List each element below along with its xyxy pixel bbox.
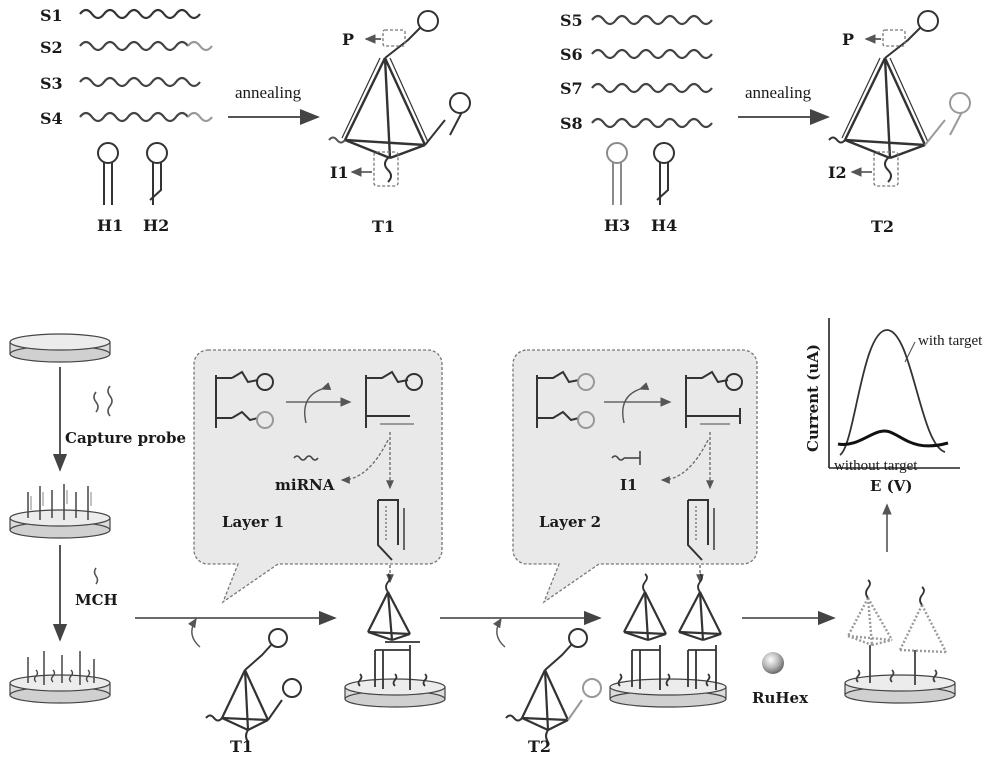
- mch-icon: [93, 567, 99, 585]
- strand-wave-s3: [79, 76, 201, 88]
- bottom-t1-label: T1: [230, 737, 253, 756]
- ruhex-label: RuHex: [752, 689, 809, 707]
- t2-side-hairpin: [924, 92, 971, 146]
- with-target-pointer: [904, 341, 916, 363]
- curve-without-target: [837, 429, 949, 448]
- hairpin-label-h1: H1: [97, 216, 123, 235]
- reagent-t1: T1: [187, 617, 302, 756]
- tetrahedron-t1: [341, 57, 429, 160]
- strand-wave-s7: [591, 82, 713, 94]
- t1-p-box: [382, 29, 406, 47]
- tetrahedron-t2: [841, 57, 929, 160]
- t1-i-strand: [384, 157, 392, 183]
- electrode-final: [844, 579, 956, 704]
- with-target-label: with target: [918, 333, 983, 349]
- strand-label-s6: S6: [560, 45, 583, 64]
- t1-i-box: [373, 151, 399, 187]
- t2-p-label: P: [842, 30, 854, 49]
- plot-ylabel: Current (uA): [804, 344, 822, 452]
- t1-side-hairpin: [424, 92, 471, 146]
- top-right-panel: S5 S6 S7 S8 H3 H4 annealing: [560, 10, 971, 236]
- strand-label-s3: S3: [40, 74, 63, 93]
- strand-wave-s4: [79, 111, 189, 123]
- layer2-input-label: I1: [620, 476, 637, 494]
- bottom-t2-label: T2: [528, 737, 551, 756]
- ruhex-ball-icon: [762, 652, 784, 674]
- t2-i-strand: [884, 157, 892, 183]
- hairpin-h2: [146, 142, 168, 205]
- bare-electrode: [9, 333, 111, 363]
- product-label-t2: T2: [871, 217, 894, 236]
- t2-left-tail: [828, 136, 846, 144]
- annealing-label-left: annealing: [235, 83, 302, 102]
- strand-wave-s5: [591, 14, 713, 26]
- strand-wave-s1: [79, 8, 201, 20]
- t1-top-hairpin: [384, 10, 439, 59]
- layer2-bubble: I1 Layer 2: [512, 349, 758, 604]
- t1-p-label: P: [342, 30, 354, 49]
- layer1-mirna-label: miRNA: [275, 476, 335, 494]
- t2-i-label: I2: [828, 163, 847, 182]
- electrode-layer2: [609, 573, 727, 708]
- probe-electrode: [9, 484, 111, 539]
- plot-xlabel: E (V): [870, 477, 913, 495]
- strand-label-s2: S2: [40, 38, 63, 57]
- t1-left-tail: [328, 136, 346, 144]
- strand-wave-s8: [591, 117, 713, 129]
- strand-wave-s4-tail: [187, 111, 213, 123]
- reagent-t2: T2: [492, 617, 602, 756]
- hairpin-h1: [97, 142, 119, 205]
- annealing-label-right: annealing: [745, 83, 812, 102]
- t2-top-hairpin: [884, 10, 939, 59]
- t2-p-box: [882, 29, 906, 47]
- layer1-bubble: miRNA Layer 1: [193, 349, 443, 604]
- product-label-t1: T1: [372, 217, 395, 236]
- strand-label-s7: S7: [560, 79, 583, 98]
- electrode-prep-column: Capture probe MCH: [9, 333, 186, 704]
- without-target-label: without target: [834, 458, 918, 474]
- layer2-title: Layer 2: [539, 513, 601, 531]
- strand-label-s1: S1: [40, 6, 63, 25]
- hairpin-h3: [606, 142, 628, 205]
- t2-i-box: [873, 151, 899, 187]
- mirna-strand-icon: [293, 455, 319, 461]
- hairpin-h4: [653, 142, 675, 205]
- hairpin-label-h3: H3: [604, 216, 630, 235]
- strand-wave-s2: [79, 40, 189, 52]
- capture-probe-icon: [93, 385, 113, 417]
- mch-electrode: [9, 651, 111, 704]
- capture-probe-label: Capture probe: [65, 429, 186, 447]
- curve-with-target: [839, 329, 946, 456]
- electrode-layer1: [344, 573, 446, 708]
- strand-label-s5: S5: [560, 11, 583, 30]
- t1-i-label: I1: [330, 163, 349, 182]
- hairpin-label-h2: H2: [143, 216, 169, 235]
- i1-strand-icon: [611, 451, 641, 465]
- strand-wave-s2-tail: [187, 40, 213, 52]
- strand-label-s4: S4: [40, 109, 63, 128]
- voltammogram: with target without target Current (uA) …: [804, 318, 983, 495]
- strand-label-s8: S8: [560, 114, 583, 133]
- top-left-panel: S1 S2 S3 S4 H1 H2 annealing: [40, 6, 471, 236]
- hairpin-label-h4: H4: [651, 216, 677, 235]
- strand-wave-s6: [591, 48, 713, 60]
- layer1-title: Layer 1: [222, 513, 284, 531]
- mch-label: MCH: [75, 591, 118, 609]
